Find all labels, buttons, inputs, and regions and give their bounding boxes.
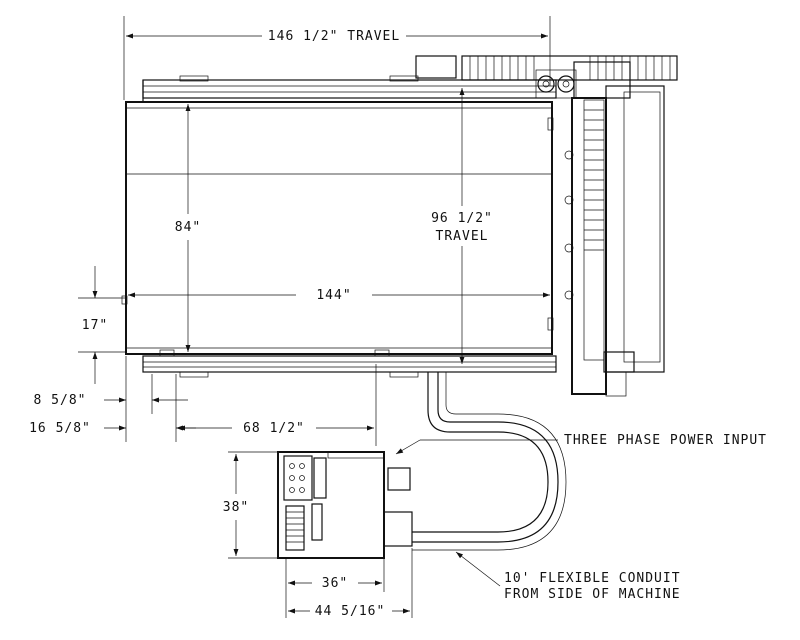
flexible-conduit — [412, 372, 567, 551]
dimension-68-1-2: 68 1/2" — [178, 364, 377, 446]
dimension-x-travel: 146 1/2" TRAVEL — [123, 16, 551, 100]
dimension-cabinet-width: 36" — [285, 558, 385, 618]
conduit-label-line2: FROM SIDE OF MACHINE — [504, 587, 681, 602]
machine-frame — [142, 75, 557, 378]
dimension-y-travel: 96 1/2" TRAVEL — [431, 88, 493, 364]
conduit-label-line1: 10' FLEXIBLE CONDUIT — [504, 571, 681, 586]
cabinet-width-label: 36" — [322, 576, 348, 591]
cabinet-height-label: 38" — [223, 500, 249, 515]
table-width-label: 144" — [316, 288, 351, 303]
gantry — [415, 55, 678, 397]
x-travel-label: 146 1/2" TRAVEL — [268, 29, 400, 44]
callout-power-input: THREE PHASE POWER INPUT — [395, 433, 767, 455]
dimension-17: 17" — [78, 266, 126, 384]
dimension-cabinet-overall: 44 5/16" — [288, 548, 413, 619]
offset-16-5-8-label: 16 5/8" — [29, 421, 91, 436]
offset-17-label: 17" — [82, 318, 108, 333]
y-travel-word: TRAVEL — [436, 229, 489, 244]
offset-8-5-8-label: 8 5/8" — [34, 393, 87, 408]
table-depth-label: 84" — [175, 220, 201, 235]
y-travel-value: 96 1/2" — [431, 211, 493, 226]
offset-68-1-2-label: 68 1/2" — [243, 421, 305, 436]
dimension-16-5-8: 16 5/8" — [29, 374, 196, 442]
callout-conduit: 10' FLEXIBLE CONDUIT FROM SIDE OF MACHIN… — [455, 551, 681, 602]
dimension-cabinet-height: 38" — [223, 451, 278, 559]
dimension-table-depth: 84" — [175, 104, 201, 352]
power-input-label: THREE PHASE POWER INPUT — [564, 433, 767, 448]
dimension-table-width: 144" — [128, 288, 550, 303]
cutting-table — [121, 101, 554, 357]
cabinet-overall-label: 44 5/16" — [315, 604, 386, 619]
control-cabinet — [277, 451, 413, 559]
